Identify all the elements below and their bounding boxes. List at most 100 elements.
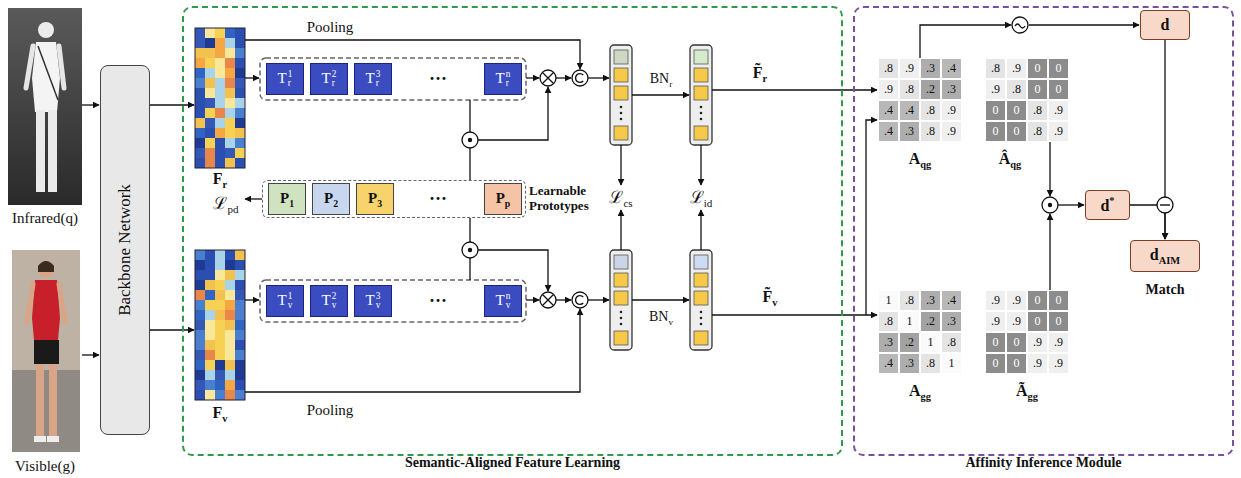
prototype-label: Pp bbox=[496, 190, 511, 209]
label: Visible(g) bbox=[15, 458, 75, 475]
region-title: Affinity Inference Module bbox=[965, 455, 1121, 471]
feature-map-cell bbox=[235, 118, 245, 128]
group-label-base: Learnable Prototypes bbox=[529, 183, 589, 213]
concat-operator bbox=[572, 292, 588, 308]
text-label-sub: qg bbox=[920, 159, 931, 170]
feature-map-border bbox=[195, 28, 245, 168]
wire bbox=[1058, 204, 1084, 205]
cell-value: 0 bbox=[993, 103, 999, 118]
token-label: T3v bbox=[366, 292, 381, 311]
matrix-cell: .8 bbox=[941, 332, 962, 353]
feature-map-cell bbox=[235, 128, 245, 138]
text-label-base: Infrared(q) bbox=[12, 210, 78, 226]
process-box: Backbone Network bbox=[100, 65, 150, 435]
matrix-cell: .3 bbox=[899, 121, 920, 142]
feature-map-cell bbox=[215, 88, 225, 98]
wire bbox=[150, 104, 194, 105]
cell-value: .8 bbox=[991, 61, 1000, 76]
operator-cross bbox=[543, 295, 554, 306]
prototype-label-sub: 1 bbox=[289, 198, 294, 209]
prototype-label-sub: 3 bbox=[377, 198, 382, 209]
prototype-box: P3 bbox=[356, 183, 394, 215]
token-box: T2r bbox=[310, 63, 348, 95]
feature-map-cell bbox=[195, 78, 205, 88]
feature-map-cell bbox=[195, 108, 205, 118]
matrix-cell: 0 bbox=[1006, 121, 1027, 142]
feature-map-cell bbox=[215, 390, 225, 400]
region-title: Semantic-Aligned Feature Learning bbox=[405, 455, 620, 471]
token-label-sup: 2 bbox=[332, 70, 337, 79]
label: Pooling bbox=[307, 402, 354, 419]
feature-map-cell bbox=[215, 158, 225, 168]
cell-value: .8 bbox=[905, 293, 914, 308]
text-label-base: Pooling bbox=[307, 19, 354, 35]
label: BNv bbox=[649, 309, 673, 327]
text-label: F̃v bbox=[763, 288, 778, 305]
token-label: T3r bbox=[366, 70, 381, 89]
feature-map-cell bbox=[225, 310, 235, 320]
token-label-sub: r bbox=[332, 79, 337, 88]
feature-map-cell bbox=[225, 320, 235, 330]
feature-map-cell bbox=[195, 158, 205, 168]
cell-value: .3 bbox=[947, 314, 956, 329]
region-label: Affinity Inference Module bbox=[965, 455, 1121, 470]
feature-map-cell bbox=[205, 360, 215, 370]
feature-map-cell bbox=[195, 128, 205, 138]
vector-cell bbox=[694, 126, 708, 140]
cell-value: .9 bbox=[991, 82, 1000, 97]
text-label-base: BN bbox=[650, 71, 669, 86]
wire bbox=[920, 25, 1011, 58]
feature-map-cell bbox=[215, 58, 225, 68]
cell-value: .3 bbox=[926, 293, 935, 308]
operator-circle bbox=[1012, 17, 1028, 33]
wire bbox=[469, 258, 470, 280]
tilde-operator bbox=[1012, 17, 1028, 33]
matrix-cell: .9 bbox=[1027, 332, 1048, 353]
prototype-box: Pp bbox=[484, 183, 522, 215]
distance-label-base: d bbox=[1150, 246, 1159, 263]
cell-value: .3 bbox=[926, 61, 935, 76]
label: ··· bbox=[429, 69, 447, 90]
matrix-cell: 0 bbox=[985, 332, 1006, 353]
cell-value: 0 bbox=[1035, 82, 1041, 97]
cell-value: .8 bbox=[884, 61, 893, 76]
dot-operator bbox=[462, 132, 478, 148]
feature-map-cell bbox=[215, 98, 225, 108]
feature-map-cell bbox=[235, 350, 245, 360]
matrix-cell: .4 bbox=[878, 100, 899, 121]
person-leg bbox=[36, 364, 44, 438]
feature-vector bbox=[690, 45, 712, 145]
feature-map-cell bbox=[225, 58, 235, 68]
cell-value: .2 bbox=[926, 314, 935, 329]
loss-label-sub: pd bbox=[227, 203, 238, 215]
cell-value: .4 bbox=[905, 103, 914, 118]
matrix-cell: .9 bbox=[1048, 121, 1069, 142]
text-label-base: A bbox=[909, 382, 921, 399]
cell-value: .3 bbox=[947, 82, 956, 97]
feature-map-cell bbox=[215, 370, 225, 380]
feature-map-cell bbox=[205, 128, 215, 138]
cell-value: .4 bbox=[884, 103, 893, 118]
cell-value: .2 bbox=[905, 335, 914, 350]
loss-label-base: ℒ bbox=[609, 187, 623, 207]
matrix-cell: .8 bbox=[899, 290, 920, 311]
feature-map-cell bbox=[195, 330, 205, 340]
token-label-sup: 2 bbox=[332, 292, 337, 301]
text-label: Ãgg bbox=[1016, 382, 1038, 399]
operator-cross bbox=[543, 73, 554, 84]
matrix-cell: .9 bbox=[1006, 290, 1027, 311]
text-label-base: Pooling bbox=[307, 402, 354, 418]
distance-box: d bbox=[1140, 10, 1190, 40]
label: ℒpd bbox=[213, 191, 238, 215]
operator-minus bbox=[1160, 204, 1170, 205]
feature-map-cell bbox=[195, 280, 205, 290]
cell-value: .3 bbox=[905, 124, 914, 139]
feature-vector bbox=[610, 45, 632, 145]
matrix-cell: 0 bbox=[1048, 311, 1069, 332]
feature-map-cell bbox=[215, 78, 225, 88]
wire bbox=[245, 77, 259, 78]
token-label-sup: 3 bbox=[376, 70, 381, 79]
region-label-base: Semantic-Aligned Feature Learning bbox=[405, 455, 620, 470]
operator-circle bbox=[572, 70, 588, 86]
feature-map-cell bbox=[205, 260, 215, 270]
